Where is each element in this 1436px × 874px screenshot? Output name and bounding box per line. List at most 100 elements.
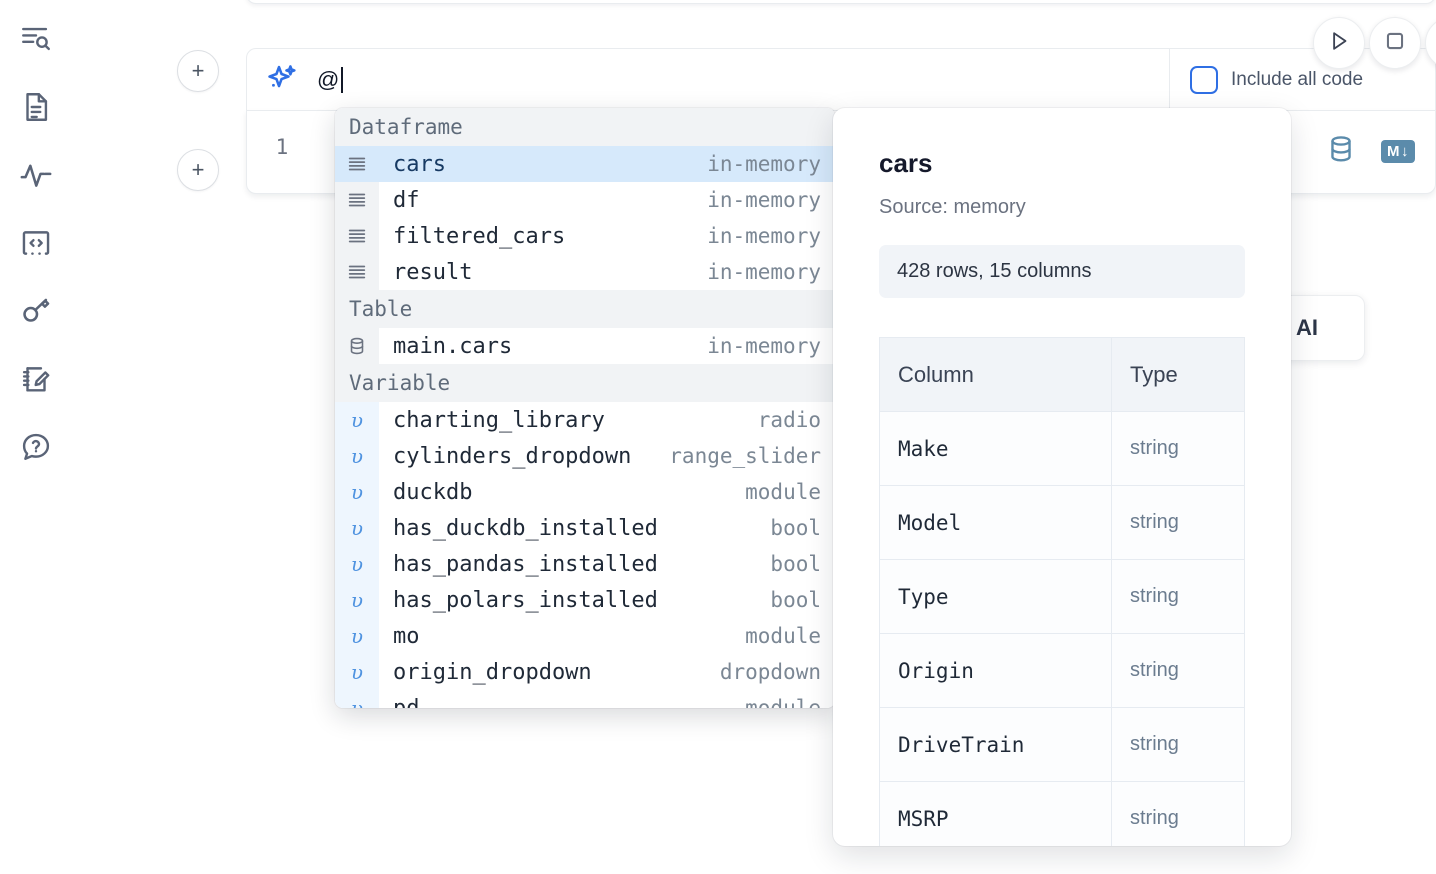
menu-item-cylinders_dropdown[interactable]: υ cylinders_dropdown range_slider xyxy=(335,438,835,474)
previous-cell-edge xyxy=(246,0,1436,4)
menu-item-name: duckdb xyxy=(393,479,473,505)
markdown-badge-arrow: ↓ xyxy=(1401,143,1409,160)
schema-column-name: Model xyxy=(879,485,1112,560)
menu-item-has_pandas_installed[interactable]: υ has_pandas_installed bool xyxy=(335,546,835,582)
add-cell-button-top[interactable]: + xyxy=(177,50,219,92)
stop-cell-button[interactable] xyxy=(1369,17,1421,69)
variable-icon: υ xyxy=(335,690,379,708)
ai-input-value: @ xyxy=(317,66,340,92)
menu-item-type: in-memory xyxy=(707,224,821,248)
schema-column-type: string xyxy=(1111,707,1245,782)
menu-item-main.cars[interactable]: main.cars in-memory xyxy=(335,328,835,364)
dataframe-icon xyxy=(335,254,379,290)
menu-group-header: Variable xyxy=(335,364,835,402)
variable-icon: υ xyxy=(335,474,379,510)
menu-item-df[interactable]: df in-memory xyxy=(335,182,835,218)
markdown-badge-letter: M xyxy=(1387,143,1400,160)
run-cell-button[interactable] xyxy=(1313,17,1365,69)
menu-item-name: pd xyxy=(393,695,420,709)
menu-item-name: filtered_cars xyxy=(393,223,566,249)
ai-prompt-input[interactable]: @ xyxy=(317,49,1169,110)
column-header-type: Type xyxy=(1111,337,1245,412)
menu-item-type: module xyxy=(745,624,821,648)
sidebar-item-help[interactable] xyxy=(12,422,60,472)
include-all-code-label: Include all code xyxy=(1231,68,1364,90)
preview-title: cars xyxy=(879,148,933,178)
menu-item-filtered_cars[interactable]: filtered_cars in-memory xyxy=(335,218,835,254)
outline-search-icon xyxy=(19,22,53,56)
include-all-code-checkbox[interactable] xyxy=(1190,65,1218,94)
menu-item-result[interactable]: result in-memory xyxy=(335,254,835,290)
dataframe-icon xyxy=(335,146,379,182)
dataframe-icon xyxy=(335,182,379,218)
markdown-badge[interactable]: M ↓ xyxy=(1381,140,1415,163)
variable-icon: υ xyxy=(335,654,379,690)
menu-item-name: df xyxy=(393,187,420,213)
cell-type-toolbar: M ↓ xyxy=(1325,133,1415,170)
menu-item-type: in-memory xyxy=(707,260,821,284)
menu-item-type: bool xyxy=(770,588,821,612)
schema-column-name: Type xyxy=(879,559,1112,634)
variable-icon: υ xyxy=(335,402,379,438)
key-icon xyxy=(19,294,53,328)
ai-sparkle-icon xyxy=(247,62,317,98)
menu-item-name: origin_dropdown xyxy=(393,659,592,685)
sidebar-item-secrets[interactable] xyxy=(12,286,60,336)
schema-column-type: string xyxy=(1111,633,1245,708)
variable-icon: υ xyxy=(335,510,379,546)
menu-item-name: main.cars xyxy=(393,333,513,359)
sidebar-item-activity[interactable] xyxy=(12,150,60,200)
play-icon xyxy=(1326,28,1352,59)
preview-stats: 428 rows, 15 columns xyxy=(879,245,1245,298)
dataset-preview-panel: cars Source: memory 428 rows, 15 columns… xyxy=(833,108,1291,846)
menu-item-type: in-memory xyxy=(707,188,821,212)
schema-column-type: string xyxy=(1111,559,1245,634)
sidebar-item-scratchpad[interactable] xyxy=(12,354,60,404)
menu-item-type: module xyxy=(745,480,821,504)
variable-icon: υ xyxy=(335,582,379,618)
column-header-column: Column xyxy=(879,337,1112,412)
database-icon[interactable] xyxy=(1325,133,1357,170)
variable-icon: υ xyxy=(335,438,379,474)
menu-item-type: range_slider xyxy=(669,444,821,468)
sidebar-item-document[interactable] xyxy=(12,82,60,132)
table-header-row: Column Type xyxy=(879,337,1245,412)
variable-icon: υ xyxy=(335,546,379,582)
menu-item-name: mo xyxy=(393,623,420,649)
schema-column-type: string xyxy=(1111,485,1245,560)
menu-item-name: has_pandas_installed xyxy=(393,551,658,577)
menu-item-name: result xyxy=(393,259,473,285)
menu-group-header: Table xyxy=(335,290,835,328)
database-icon xyxy=(335,328,379,364)
menu-item-type: radio xyxy=(757,408,821,432)
add-cell-button-bottom[interactable]: + xyxy=(177,149,219,191)
schema-column-name: MSRP xyxy=(879,781,1112,846)
activity-pulse-icon xyxy=(19,158,53,192)
menu-item-type: bool xyxy=(770,552,821,576)
menu-item-name: cylinders_dropdown xyxy=(393,443,632,469)
schema-column-name: Make xyxy=(879,411,1112,486)
line-number: 1 xyxy=(275,135,289,159)
menu-item-type: in-memory xyxy=(707,334,821,358)
text-caret xyxy=(340,66,343,93)
notebook-edit-icon xyxy=(19,362,53,396)
sidebar-item-outline-search[interactable] xyxy=(12,14,60,64)
sidebar-item-code-snippet[interactable] xyxy=(12,218,60,268)
plus-icon: + xyxy=(191,157,205,182)
menu-item-type: module xyxy=(745,696,821,708)
